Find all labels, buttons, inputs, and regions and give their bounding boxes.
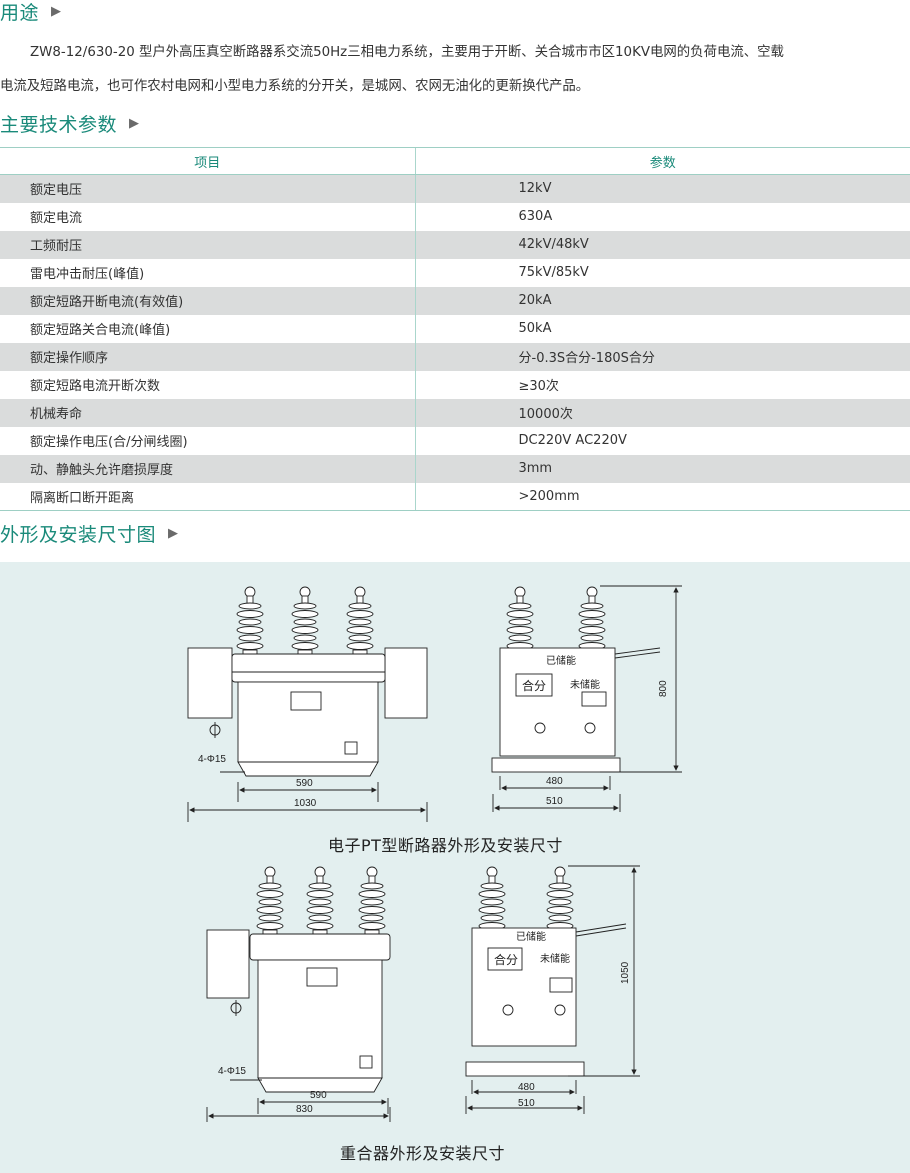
spec-item: 隔离断口断开距离 — [0, 482, 415, 511]
section-title: 主要技术参数 — [0, 113, 118, 136]
spec-item: 额定操作顺序 — [0, 342, 415, 371]
play-triangle-icon: ▶ — [129, 115, 140, 131]
drawing2-side-view: 已储能 未储能 合分 480 510 1050 — [465, 865, 640, 1114]
table-header-row: 项目 参数 — [0, 147, 910, 175]
drawing2-front-view: 4-Φ15 590 830 — [206, 866, 391, 1122]
drawing2-hole-label: 4-Φ15 — [218, 1066, 246, 1077]
spec-item: 额定短路开断电流(有效值) — [0, 286, 415, 315]
spec-item: 额定电流 — [30, 211, 83, 226]
spec-item: 额定短路电流开断次数 — [30, 379, 161, 394]
spec-item: 额定操作电压(合/分闸线圈) — [30, 435, 188, 450]
spec-item: 工频耐压 — [0, 230, 415, 259]
table-row: 额定操作电压(合/分闸线圈) DC220V AC220V — [0, 426, 910, 455]
header-item: 项目 — [0, 147, 415, 175]
drawing1-unstored-label: 未储能 — [570, 678, 600, 691]
drawing1-close-label: 合分 — [522, 678, 546, 693]
drawing2-unstored-label: 未储能 — [540, 952, 570, 965]
spec-value: 10000次 — [414, 398, 910, 427]
usage-paragraph-line-1: ZW8-12/630-20 型户外高压真空断路器系交流50Hz三相电力系统，主要… — [30, 45, 784, 60]
drawing2-dim-590: 590 — [310, 1090, 327, 1101]
drawing2-caption: 重合器外形及安装尺寸 — [340, 1144, 506, 1163]
play-triangle-icon: ▶ — [51, 3, 62, 19]
spec-value: 75kV/85kV — [414, 258, 910, 287]
spec-value: 42kV/48kV — [414, 230, 910, 259]
spec-value: 分-0.3S合分-180S合分 — [414, 342, 910, 371]
drawing1-dim-1030: 1030 — [294, 798, 317, 809]
spec-value: >200mm — [414, 482, 910, 511]
drawing2-close-label: 合分 — [494, 952, 518, 967]
spec-item: 动、静触头允许磨损厚度 — [0, 454, 415, 483]
section-heading-drawings: 外形及安装尺寸图 ▶ — [0, 518, 179, 548]
drawing1-dim-590: 590 — [296, 778, 313, 789]
spec-item: 机械寿命 — [0, 398, 415, 427]
drawings-panel: 4-Φ15 590 1030 已储能 未储能 合分 — [0, 562, 910, 1173]
drawing2-dim-830: 830 — [296, 1104, 313, 1115]
drawing2-stored-label: 已储能 — [516, 930, 546, 943]
drawing1-hole-label: 4-Φ15 — [198, 754, 226, 765]
drawing1-dim-480: 480 — [546, 776, 563, 787]
drawing2-dim-480: 480 — [518, 1082, 535, 1093]
spec-value: 20kA — [414, 286, 910, 315]
drawing1-dim-800: 800 — [658, 680, 669, 697]
section-heading-params: 主要技术参数 ▶ — [0, 108, 140, 138]
drawing1-dim-510: 510 — [546, 796, 563, 807]
table-row: 额定电流 630A — [0, 202, 910, 231]
spec-item: 额定短路关合电流(峰值) — [30, 323, 171, 338]
spec-item: 雷电冲击耐压(峰值) — [30, 267, 145, 282]
drawing1-front-view: 4-Φ15 590 1030 — [187, 586, 428, 822]
spec-value: 12kV — [414, 174, 910, 203]
spec-value: 630A — [414, 202, 910, 231]
section-title: 外形及安装尺寸图 — [0, 523, 157, 546]
table-row: 额定短路关合电流(峰值) 50kA — [0, 314, 910, 343]
table-row: 雷电冲击耐压(峰值) 75kV/85kV — [0, 258, 910, 287]
spec-value: ≥30次 — [414, 370, 910, 399]
drawing1-stored-label: 已储能 — [546, 654, 576, 667]
section-title: 用途 — [0, 1, 40, 24]
drawing1-caption: 电子PT型断路器外形及安装尺寸 — [328, 836, 563, 855]
spec-item: 额定电压 — [0, 174, 415, 203]
spec-value: DC220V AC220V — [414, 426, 910, 455]
drawing1-side-view: 已储能 未储能 合分 480 510 800 — [491, 585, 682, 812]
usage-paragraph-line-2: 电流及短路电流，也可作农村电网和小型电力系统的分开关，是城网、农网无油化的更新换… — [0, 79, 590, 94]
section-heading-usage: 用途 ▶ — [0, 0, 62, 26]
play-triangle-icon: ▶ — [168, 525, 179, 541]
table-row: 额定短路电流开断次数 ≥30次 — [0, 370, 910, 399]
drawing2-dim-1050: 1050 — [620, 961, 631, 984]
drawing2-dim-510: 510 — [518, 1098, 535, 1109]
header-value: 参数 — [414, 147, 910, 175]
table-row: 额定短路开断电流(有效值)20kA — [0, 286, 910, 315]
spec-value: 50kA — [414, 314, 910, 343]
technical-drawings: 4-Φ15 590 1030 已储能 未储能 合分 — [187, 585, 682, 1122]
spec-value: 3mm — [414, 454, 910, 483]
table-row: 额定操作顺序分-0.3S合分-180S合分 — [0, 342, 910, 371]
table-row: 隔离断口断开距离>200mm — [0, 482, 910, 511]
